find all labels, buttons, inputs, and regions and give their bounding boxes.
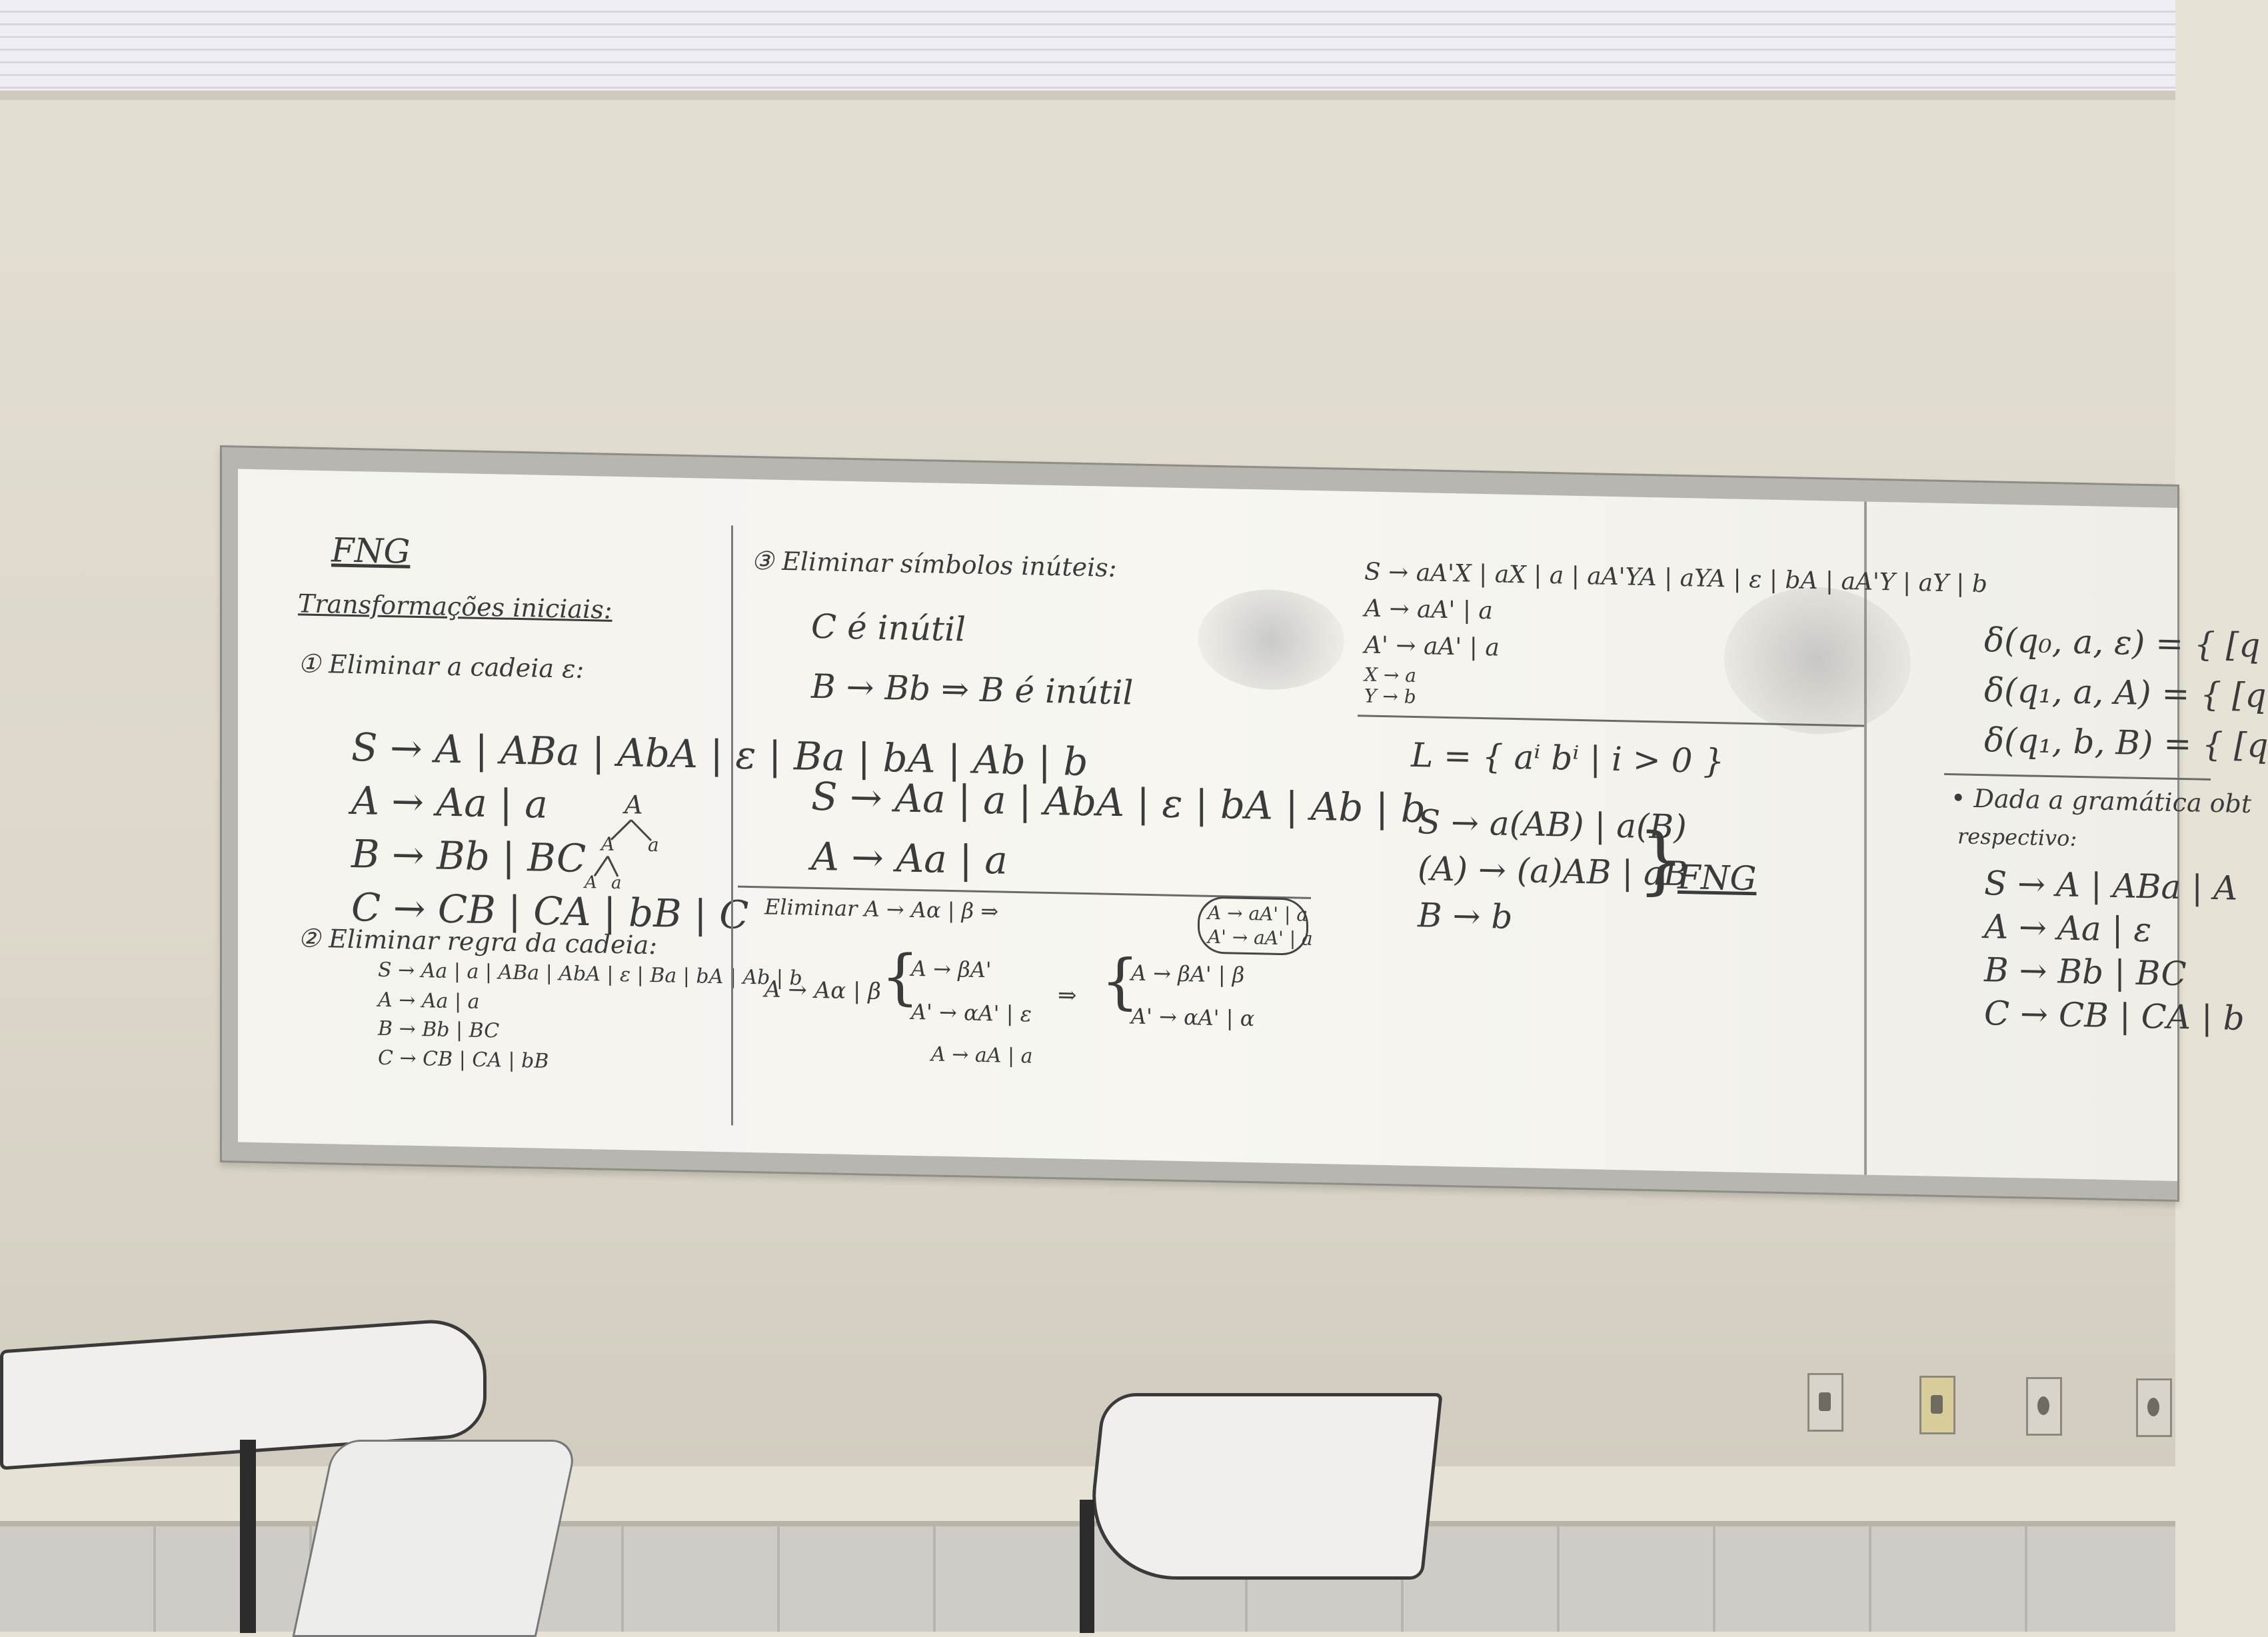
step-2-heading: ② Eliminar regra da cadeia: [298, 923, 658, 960]
rule2-s: S → Aa | a | ABa | AbA | ε | Ba | bA | A… [378, 958, 802, 990]
desk-right [1083, 1393, 1443, 1580]
board-subtitle: Transformações iniciais: [298, 589, 612, 625]
desk-leg [240, 1440, 256, 1633]
c-useless: C é inútil [811, 607, 966, 649]
step-1-heading: ① Eliminar a cadeia ε: [298, 649, 584, 684]
reduced-rule-a: A → Aa | a [811, 833, 1008, 883]
chair-back [292, 1440, 578, 1637]
panel3-rule-y: Y → b [1364, 685, 1416, 709]
board-title: FNG [331, 531, 411, 571]
mid-rule-a: A → βA' [911, 955, 992, 983]
rule2-a: A → Aa | a [378, 988, 480, 1014]
panel3-rule-a: A → aA' | a [1364, 595, 1493, 625]
whiteboard: FNG Transformações iniciais: ① Eliminar … [220, 445, 2268, 1202]
desk-leg [1080, 1500, 1094, 1633]
fng-rule-b: B → b [1418, 896, 1513, 936]
wall-outlet [1919, 1376, 1955, 1434]
parse-tree-lines [593, 819, 652, 877]
section-divider [1944, 773, 2211, 781]
eraser-smudge [1724, 585, 1911, 736]
mid-rule-a-prime: A' → αA' | ε [911, 998, 1032, 1027]
panel3-rule-x: X → a [1364, 663, 1416, 687]
right-rule-a-prime: A' → αA' | α [1131, 1003, 1255, 1032]
boxed-rule-a: A → aA' | a [1208, 901, 1308, 926]
wall-outlet [2026, 1377, 2062, 1436]
panel3-rule-s: S → aA'X | aX | a | aA'YA | aYA | ε | bA… [1364, 558, 1987, 599]
ceiling [0, 0, 2175, 100]
handdrawn-divider [731, 525, 733, 1126]
eraser-smudge [1198, 588, 1344, 691]
bottom-rule: A → aA | a [931, 1042, 1033, 1068]
wall-outlet [1807, 1373, 1843, 1432]
language-definition: L = { aⁱ bⁱ | i > 0 } [1411, 735, 1725, 781]
delta-1: δ(q₀, a, ε) = { [q [1984, 621, 2261, 665]
eliminate-recursion: Eliminar A → Aα | β ⇒ [764, 894, 999, 924]
exercise-note: • Dada a gramática obt [1951, 783, 2252, 819]
recursion-lhs: A → Aα | β [764, 976, 881, 1005]
b-useless: B → Bb ⇒ B é inútil [811, 667, 1134, 713]
boxed-rule-a-prime: A' → aA' | a [1208, 925, 1313, 950]
exercise-rule-s: S → A | ABa | A [1984, 864, 2238, 908]
step-3-heading: ③ Eliminar símbolos inúteis: [751, 545, 1117, 583]
rule2-c: C → CB | CA | bB [378, 1046, 549, 1073]
rule-b: B → Bb | BC [351, 830, 586, 882]
exercise-note-2: respectivo: [1957, 823, 2077, 851]
reduced-rule-s: S → Aa | a | AbA | ε | bA | Ab | b [811, 773, 1426, 832]
right-rule-a: A → βA' | β [1131, 960, 1245, 988]
rule2-b: B → Bb | BC [378, 1016, 500, 1043]
exercise-rule-b: B → Bb | BC [1984, 950, 2187, 994]
delta-2: δ(q₁, a, A) = { [q [1984, 671, 2267, 715]
fng-label: FNG [1678, 857, 1757, 898]
rule-a: A → Aa | a [351, 777, 548, 827]
exercise-rule-a: A → Aa | ε [1984, 907, 2152, 950]
implies: ⇒ [1058, 982, 1077, 1009]
exercise-rule-c: C → CB | CA | b [1984, 994, 2245, 1038]
whiteboard-surface: FNG Transformações iniciais: ① Eliminar … [238, 469, 2268, 1181]
ceiling-edge [0, 91, 2175, 103]
rule-s: S → A | ABa | AbA | ε | Ba | bA | Ab | b [351, 724, 1088, 785]
panel3-rule-a-prime: A' → aA' | a [1364, 631, 1500, 662]
delta-3: δ(q₁, b, B) = { [q [1984, 721, 2268, 765]
wall-outlet [2136, 1378, 2172, 1437]
